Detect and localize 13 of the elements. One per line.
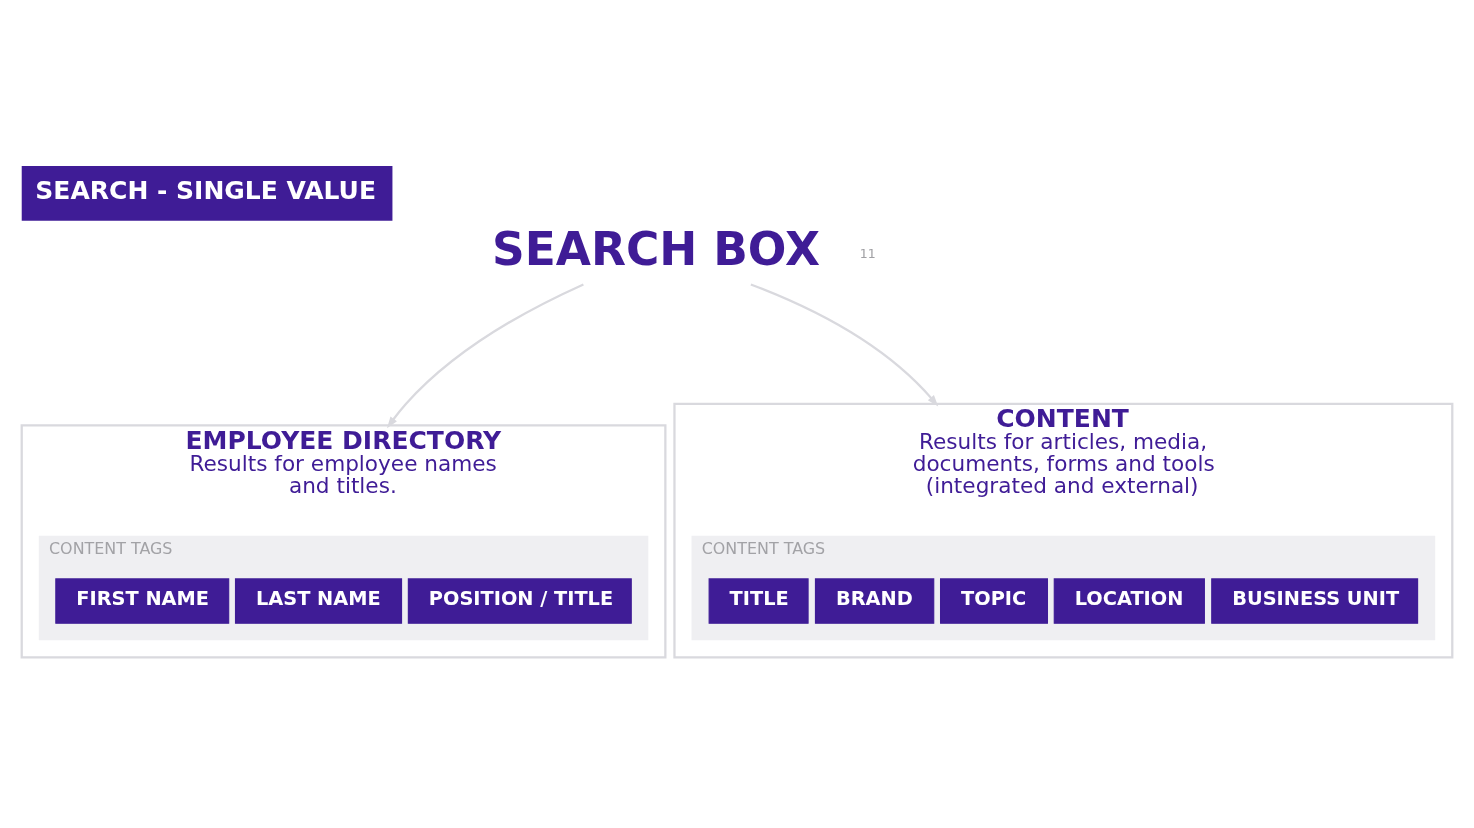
node-box: BUSINESS UNIT [1211,578,1419,624]
node-box: TOPIC [939,578,1048,624]
node-box: LOCATION [1053,578,1205,624]
label: 11 [859,245,876,261]
node-box: POSITION / TITLE [407,578,632,624]
arrow [387,283,584,429]
node-box: FIRST NAME [55,578,230,624]
node-box: TITLE [708,578,809,624]
arrow [750,283,939,407]
node-box: LAST NAME [234,578,403,624]
node-text: SEARCH BOX [491,223,820,277]
node-box: BRAND [814,578,935,624]
diagram-title: SEARCH - SINGLE VALUE [35,175,376,205]
